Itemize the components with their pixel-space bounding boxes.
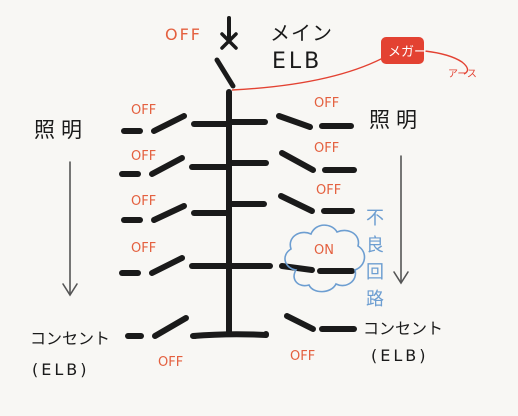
left-branch-1	[121, 113, 232, 134]
left-breaker-5-state: OFF	[158, 355, 183, 370]
left-branch-3	[121, 203, 232, 223]
main-breaker-label-line2: ELB	[272, 49, 322, 74]
megger-box	[381, 37, 424, 64]
main-breaker	[214, 16, 238, 89]
fault-label-char-4: 路	[366, 289, 384, 310]
fault-label-char-3: 回	[366, 262, 384, 283]
megger-label: メガー	[388, 45, 427, 60]
right-breaker-5-state: OFF	[290, 349, 315, 364]
right-down-arrow	[393, 155, 409, 285]
right-breaker-2-state: OFF	[314, 141, 339, 156]
right-breaker-states: OFF OFF OFF ON OFF	[290, 96, 341, 364]
right-breaker-4-state: ON	[314, 243, 334, 258]
megger-connection	[231, 50, 469, 91]
right-branch-5	[263, 313, 357, 337]
main-breaker-label-line1: メイン	[270, 21, 333, 45]
main-breaker-state-label: OFF	[165, 25, 202, 44]
left-bottom-label-line1: コンセント	[30, 329, 110, 348]
fault-circuit-cloud	[284, 224, 366, 293]
fault-label-char-1: 不	[366, 208, 384, 229]
right-breaker-3-state: OFF	[316, 183, 341, 198]
right-bottom-label-line1: コンセント	[363, 319, 443, 338]
left-down-arrow	[62, 161, 78, 297]
right-branches	[226, 113, 357, 337]
left-branch-4	[119, 255, 232, 276]
right-branch-2	[226, 150, 357, 173]
right-top-label: 照明	[369, 108, 423, 132]
right-branch-4-closed	[226, 263, 355, 274]
left-top-label: 照明	[34, 118, 88, 142]
right-branch-1	[226, 113, 354, 130]
fault-circuit-label: 不 良 回 路	[366, 208, 384, 310]
right-bottom-label-line2: (ELB)	[371, 346, 428, 365]
fault-label-char-2: 良	[366, 235, 384, 256]
megger-ground-wire	[424, 50, 469, 75]
bottom-bus-bar	[190, 331, 269, 339]
left-breaker-2-state: OFF	[131, 149, 156, 164]
megger-ground-label: アース	[448, 69, 477, 80]
main-breaker-blade	[214, 57, 236, 89]
left-branches	[119, 113, 232, 339]
left-breaker-3-state: OFF	[131, 194, 156, 209]
left-branch-2	[119, 155, 232, 177]
right-breaker-1-state: OFF	[314, 96, 339, 111]
left-breaker-states: OFF OFF OFF OFF OFF	[131, 103, 183, 370]
left-breaker-4-state: OFF	[131, 241, 156, 256]
left-breaker-1-state: OFF	[131, 103, 156, 118]
left-branch-5	[125, 315, 198, 339]
megger-lead-wire	[231, 57, 384, 91]
main-breaker-contact-x	[220, 32, 238, 50]
left-bottom-label-line2: (ELB)	[32, 360, 89, 379]
right-branch-3	[226, 193, 355, 214]
